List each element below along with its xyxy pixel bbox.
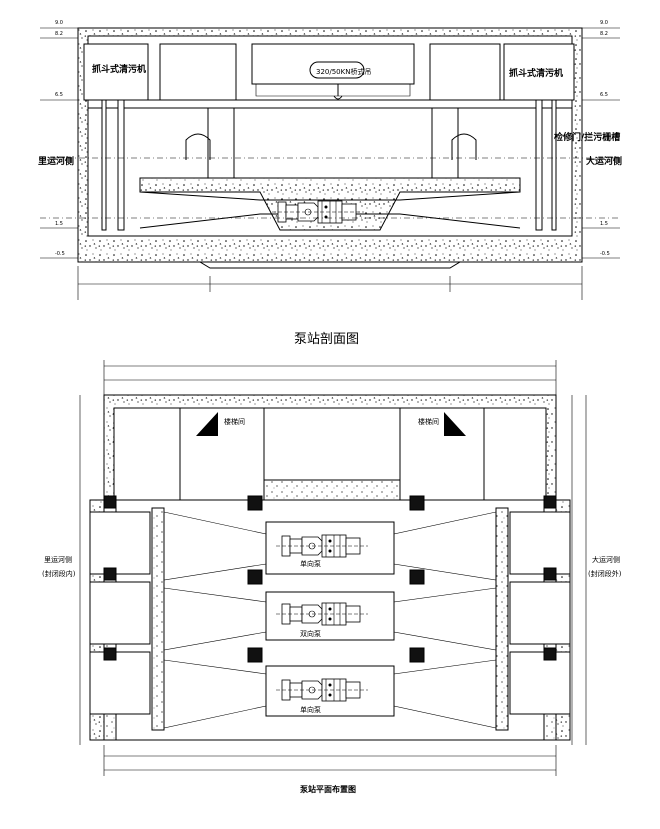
plan-left-side-sub: (封闭段内) [42,569,76,578]
right-machine-label: 抓斗式清污机 [509,67,563,79]
plan-pump-1 [275,534,369,558]
level-right-1: 9.0 [600,20,608,26]
left-machine-room [83,43,149,101]
pump-label-3: 单向泵 [300,705,321,714]
level-right-3: 6.5 [600,92,608,98]
level-left-3: 6.5 [55,92,63,98]
level-right-5: -0.5 [600,251,610,257]
crane-box [309,61,365,79]
level-right-2: 8.2 [600,31,608,37]
plan-left-side: 里运河侧 [44,555,72,564]
stair-label-left: 楼梯间 [224,417,245,426]
left-level-marks: 9.0 8.2 6.5 1.5 -0.5 [40,20,78,259]
plan-pump-2 [275,602,369,626]
gate-label: 检修门/拦污栅槽 [554,131,620,143]
section-left-side: 里运河侧 [38,155,74,167]
section-right-side: 大运河侧 [586,155,622,167]
plan-view: 单向泵 双向泵 单向泵 楼梯间 楼梯间 里运河侧 (封闭段内) 大运河侧 (封闭… [42,360,622,776]
crane-label: 320/50KN桥式吊 [316,67,371,76]
level-left-5: -0.5 [55,251,65,257]
level-right-4: 1.5 [600,221,608,227]
right-stair-room [399,407,485,501]
level-left-2: 8.2 [55,31,63,37]
pump-label-1: 单向泵 [300,559,321,568]
section-pump [271,200,365,224]
right-level-marks: 9.0 8.2 6.5 1.5 -0.5 [582,20,620,259]
plan-right-side: 大运河侧 [592,555,620,564]
pump-label-2: 双向泵 [300,629,321,638]
level-left-1: 9.0 [55,20,63,26]
plan-right-side-sub: (封闭段外) [588,569,622,578]
plan-pump-3 [275,678,369,702]
plan-title: 泵站平面布置图 [300,784,356,794]
level-left-4: 1.5 [55,221,63,227]
right-machine-room [503,43,575,101]
stair-label-right: 楼梯间 [418,417,439,426]
left-stair-room [179,407,265,501]
section-title: 泵站剖面图 [294,332,359,347]
left-machine-label: 抓斗式清污机 [92,63,146,75]
section-view: 9.0 8.2 6.5 1.5 -0.5 9.0 8.2 6.5 1.5 -0.… [38,20,622,300]
